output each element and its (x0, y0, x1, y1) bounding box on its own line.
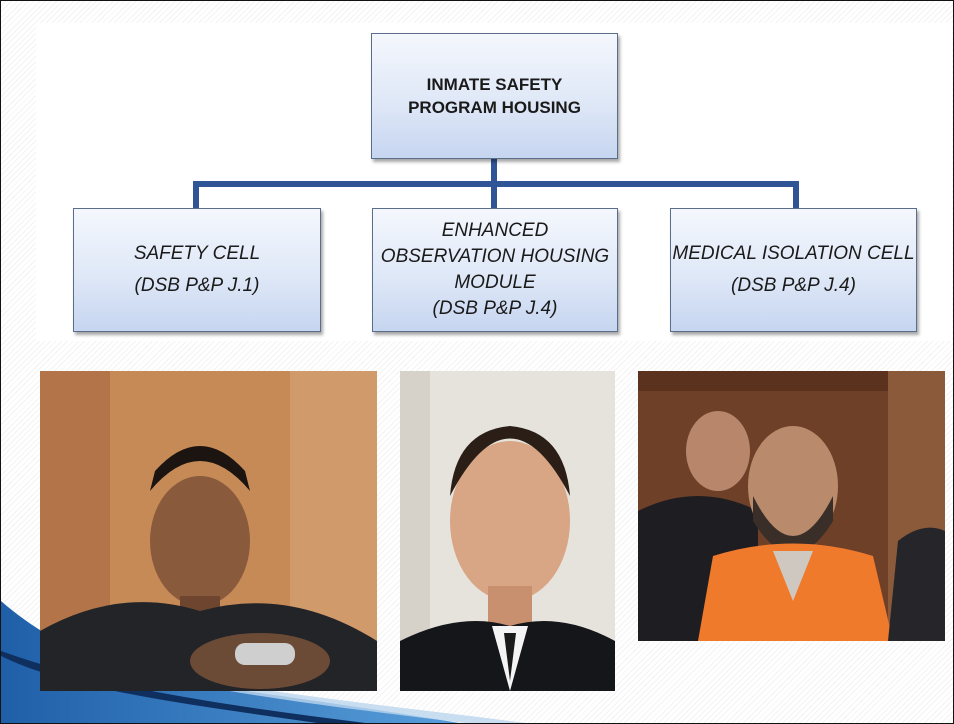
node-title-line2: OBSERVATION HOUSING (380, 246, 610, 267)
node-reference: (DSB P&P J.4) (731, 275, 856, 296)
node-safety-cell: SAFETY CELL (DSB P&P J.1) (73, 208, 321, 332)
node-enhanced-observation-housing-module: ENHANCED OBSERVATION HOUSING MODULE (DSB… (372, 208, 618, 332)
bearded-man-in-orange-jumpsuit-icon (638, 371, 945, 641)
photo-inmate-in-courtroom (40, 371, 377, 691)
photo-man-in-suit (400, 371, 615, 691)
node-title: SAFETY CELL (133, 243, 261, 264)
smiling-man-in-suit-icon (400, 371, 615, 691)
node-reference: (DSB P&P J.4) (432, 298, 558, 319)
root-node-line2: PROGRAM HOUSING (408, 98, 581, 117)
node-title-line3: MODULE (454, 272, 536, 293)
node-title-line1: ENHANCED (441, 220, 549, 241)
root-node-line1: INMATE SAFETY (426, 75, 563, 94)
photo-man-in-orange-jumpsuit (638, 371, 945, 641)
person-in-jail-uniform-icon (40, 371, 377, 691)
node-reference: (DSB P&P J.1) (134, 275, 260, 296)
root-node-inmate-safety-program-housing: INMATE SAFETY PROGRAM HOUSING (371, 33, 618, 159)
node-title: MEDICAL ISOLATION CELL (672, 243, 915, 264)
node-medical-isolation-cell: MEDICAL ISOLATION CELL (DSB P&P J.4) (670, 208, 917, 332)
